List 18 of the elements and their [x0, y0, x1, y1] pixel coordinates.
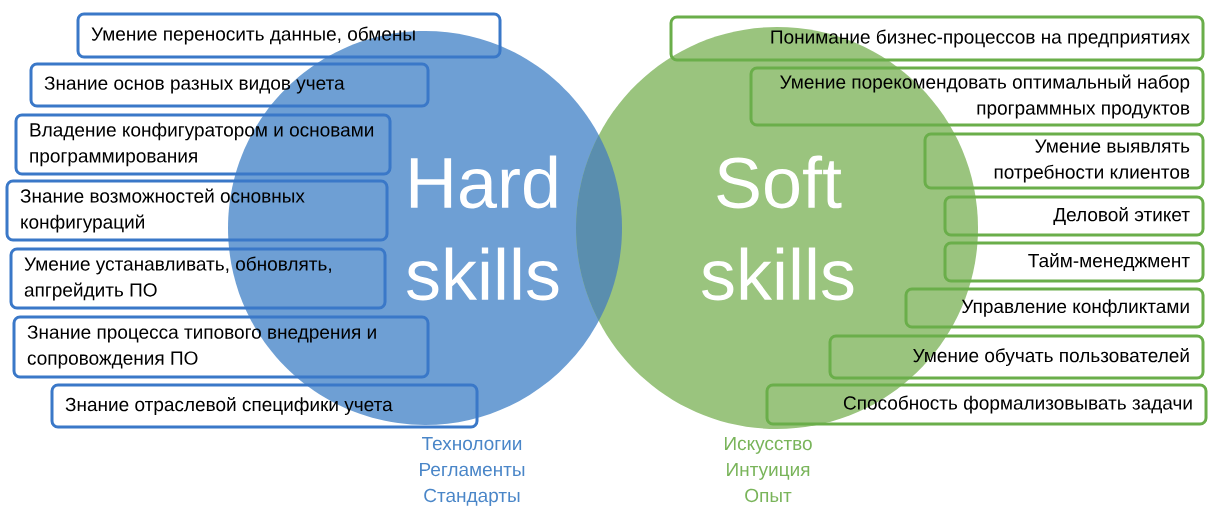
- skill-box: Деловой этикет: [943, 195, 1205, 237]
- caption-text: Технологии: [422, 436, 522, 451]
- skill-box: Умение устанавливать, обновлять, апгрейдить ПО: [9, 247, 387, 310]
- caption-text: Искусство: [725, 436, 812, 454]
- skill-box: Знание отраслевой специфики учета: [50, 383, 479, 429]
- skill-box: Умение выявлять потребности клиентов: [923, 132, 1205, 190]
- skill-box: Знание основ разных видов учета: [29, 62, 430, 108]
- skill-box: Способность формализовывать задачи: [765, 383, 1208, 426]
- caption-text: Интуиция: [727, 462, 810, 480]
- skill-box: Знание процесса типового внедрения и сопровождения ПО: [12, 315, 430, 379]
- skill-box: Умение переносить данные, обмены: [76, 12, 502, 59]
- skill-box: Умение обучать пользователей: [828, 334, 1205, 380]
- caption-text: Опыт: [745, 488, 792, 503]
- skill-box: Управление конфликтами: [904, 287, 1205, 329]
- caption-text: Стандарты: [424, 488, 520, 506]
- caption-text: Регламенты: [420, 462, 525, 477]
- skill-box: Тайм-менеджмент: [943, 241, 1205, 283]
- skill-box: Умение порекомендовать оптимальный набор программных продуктов: [749, 66, 1205, 127]
